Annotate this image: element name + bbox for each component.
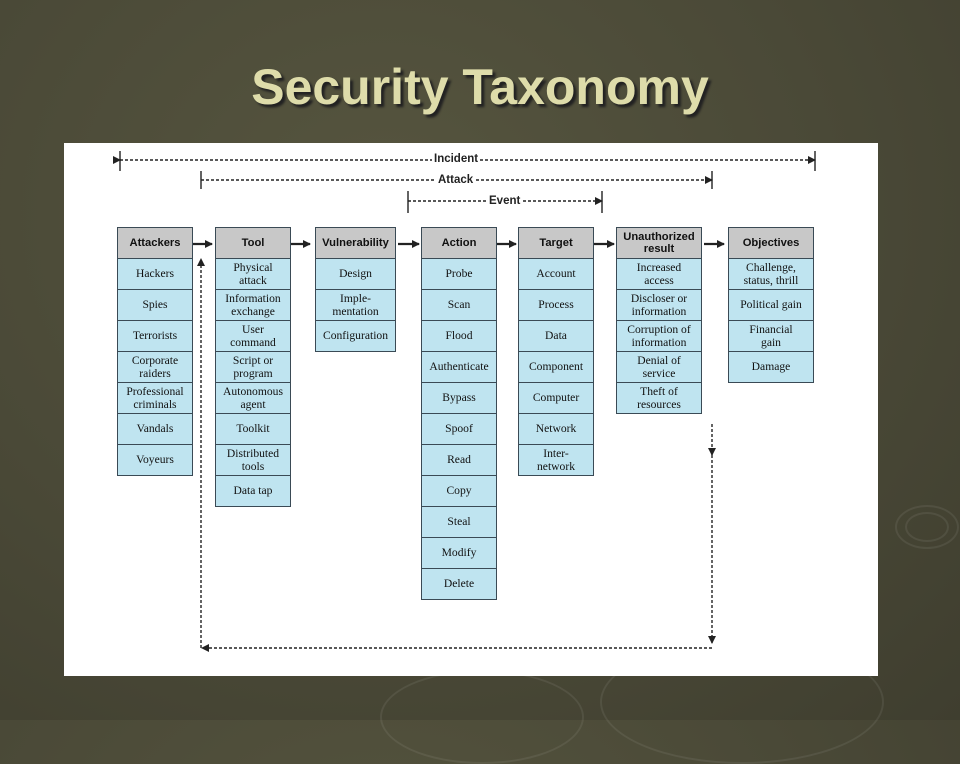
taxonomy-cell: Damage [728, 350, 814, 383]
taxonomy-cell: Political gain [728, 288, 814, 321]
taxonomy-cell: User command [215, 319, 291, 352]
incident-label: Incident [432, 153, 481, 165]
column-tool: Tool Physical attack Information exchang… [215, 226, 291, 507]
column-action: Action Probe Scan Flood Authenticate Byp… [421, 226, 497, 600]
column-header: Action [421, 226, 497, 259]
taxonomy-cell: Script or program [215, 350, 291, 383]
taxonomy-cell: Steal [421, 505, 497, 538]
taxonomy-cell: Voyeurs [117, 443, 193, 476]
slide-title: Security Taxonomy [251, 59, 709, 115]
attack-label: Attack [436, 174, 476, 186]
taxonomy-cell: Financial gain [728, 319, 814, 352]
taxonomy-cell: Copy [421, 474, 497, 507]
taxonomy-cell: Autonomous agent [215, 381, 291, 414]
taxonomy-cell: Account [518, 257, 594, 290]
taxonomy-diagram: Incident Attack Event Attackers Hackers … [64, 143, 878, 676]
column-header: Tool [215, 226, 291, 259]
taxonomy-cell: Terrorists [117, 319, 193, 352]
taxonomy-cell: Design [315, 257, 396, 290]
column-target: Target Account Process Data Component Co… [518, 226, 594, 476]
taxonomy-cell: Imple- mentation [315, 288, 396, 321]
taxonomy-cell: Spies [117, 288, 193, 321]
column-unauthorized-result: Unauthorized result Increased access Dis… [616, 226, 702, 414]
background-ripple [895, 505, 959, 549]
taxonomy-cell: Denial of service [616, 350, 702, 383]
taxonomy-cell: Data [518, 319, 594, 352]
taxonomy-cell: Challenge, status, thrill [728, 257, 814, 290]
taxonomy-cell: Hackers [117, 257, 193, 290]
column-header: Target [518, 226, 594, 259]
background-ripple [905, 512, 949, 542]
taxonomy-cell: Computer [518, 381, 594, 414]
taxonomy-cell: Network [518, 412, 594, 445]
taxonomy-cell: Physical attack [215, 257, 291, 290]
column-header: Attackers [117, 226, 193, 259]
taxonomy-cell: Data tap [215, 474, 291, 507]
column-header: Unauthorized result [616, 226, 702, 259]
column-header: Vulnerability [315, 226, 396, 259]
taxonomy-cell: Increased access [616, 257, 702, 290]
column-attackers: Attackers Hackers Spies Terrorists Corpo… [117, 226, 193, 476]
column-objectives: Objectives Challenge, status, thrill Pol… [728, 226, 814, 383]
taxonomy-cell: Information exchange [215, 288, 291, 321]
column-vulnerability: Vulnerability Design Imple- mentation Co… [315, 226, 396, 352]
taxonomy-cell: Scan [421, 288, 497, 321]
event-label: Event [487, 195, 523, 207]
taxonomy-cell: Theft of resources [616, 381, 702, 414]
taxonomy-cell: Delete [421, 567, 497, 600]
taxonomy-cell: Read [421, 443, 497, 476]
taxonomy-cell: Configuration [315, 319, 396, 352]
taxonomy-cell: Discloser or information [616, 288, 702, 321]
taxonomy-cell: Modify [421, 536, 497, 569]
taxonomy-cell: Toolkit [215, 412, 291, 445]
taxonomy-cell: Distributed tools [215, 443, 291, 476]
taxonomy-cell: Corruption of information [616, 319, 702, 352]
taxonomy-cell: Vandals [117, 412, 193, 445]
background-ripple [380, 670, 584, 764]
taxonomy-cell: Probe [421, 257, 497, 290]
taxonomy-cell: Inter- network [518, 443, 594, 476]
taxonomy-cell: Bypass [421, 381, 497, 414]
taxonomy-cell: Professional criminals [117, 381, 193, 414]
taxonomy-cell: Flood [421, 319, 497, 352]
taxonomy-cell: Corporate raiders [117, 350, 193, 383]
taxonomy-cell: Component [518, 350, 594, 383]
column-header: Objectives [728, 226, 814, 259]
taxonomy-cell: Authenticate [421, 350, 497, 383]
taxonomy-cell: Spoof [421, 412, 497, 445]
taxonomy-cell: Process [518, 288, 594, 321]
